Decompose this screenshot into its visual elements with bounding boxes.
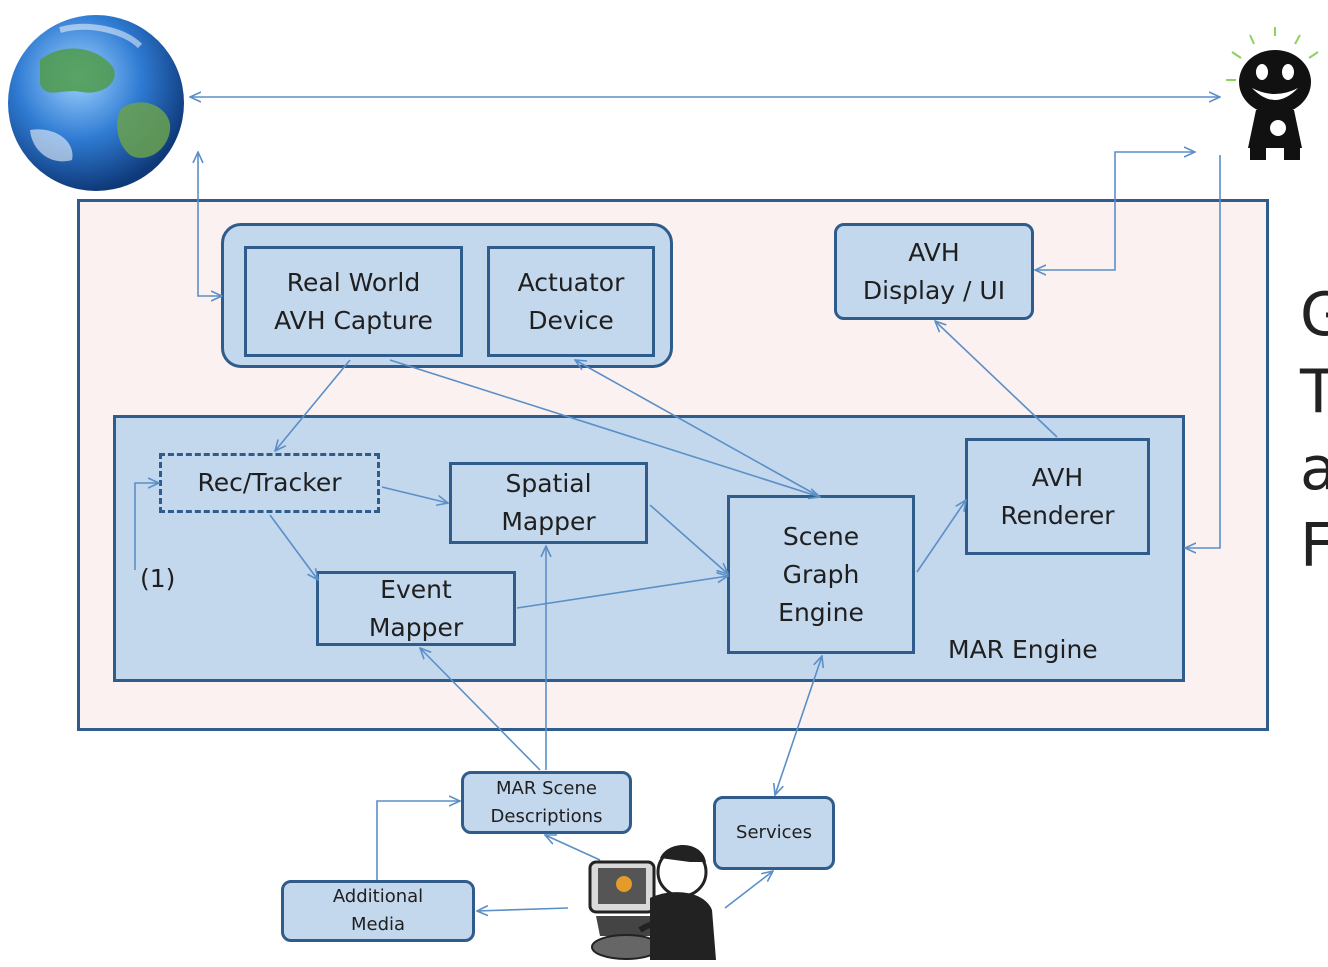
mar-scene-descriptions-box: MAR Scene Descriptions [461,771,632,834]
event-mapper-box: Event Mapper [316,571,516,646]
mar-engine-label: MAR Engine [948,635,1098,664]
additional-media-box: Additional Media [281,880,475,942]
services-box: Services [713,796,835,870]
feedback-loop-label: (1) [140,564,176,593]
actuator-device-box: Actuator Device [487,246,655,357]
globe-icon [8,15,184,191]
avh-display-ui-box: AVH Display / UI [834,223,1034,320]
side-text-line-3: a [1300,434,1328,504]
spatial-mapper-box: Spatial Mapper [449,462,648,544]
side-text-line-1: G [1300,280,1328,350]
rec-tracker-box: Rec/Tracker [159,453,380,513]
ar-smiley-icon [1226,27,1319,160]
author-at-computer-icon [588,844,716,960]
scene-graph-engine-box: Scene Graph Engine [727,495,915,654]
avh-renderer-box: AVH Renderer [965,438,1150,555]
side-text-line-4: F [1300,511,1328,581]
side-text-line-2: T [1300,357,1328,427]
real-world-avh-capture-box: Real World AVH Capture [244,246,463,357]
